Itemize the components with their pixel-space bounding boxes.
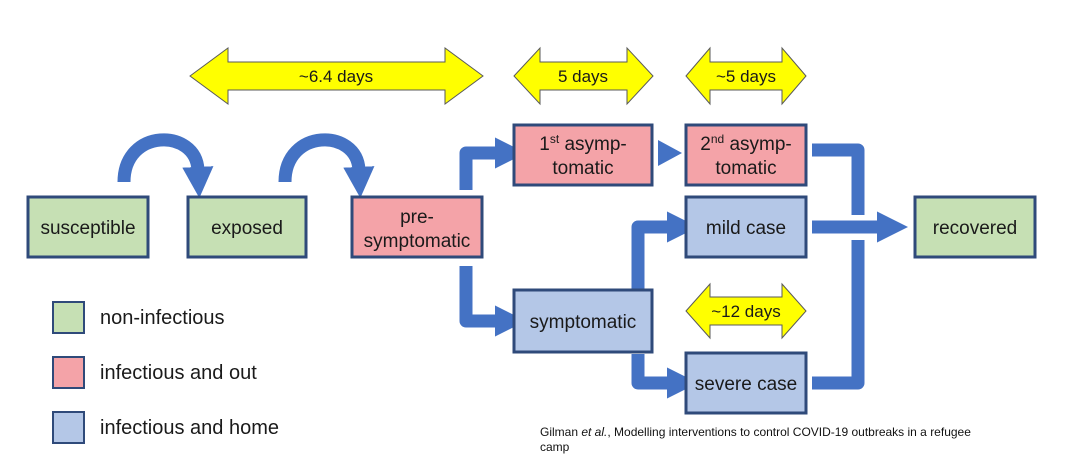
duration-label-asymptomatic-first: 5 days [558, 67, 608, 86]
node-label-severe-case: severe case [695, 374, 797, 395]
flow-arrow-symptomatic-to-severe [631, 354, 699, 399]
duration-label-exposed: ~6.4 days [299, 67, 373, 86]
node-label-asymptomatic-first-line1: 1st asymp- [539, 132, 627, 155]
node-label-exposed: exposed [211, 218, 283, 239]
flow-connector-severe [812, 240, 865, 390]
node-label-asymptomatic-second-line1: 2nd asymp- [700, 132, 792, 155]
flow-arrow-presymptomatic-to-symptomatic [459, 266, 527, 337]
citation: Gilman et al., Modelling interventions t… [540, 425, 1000, 455]
node-label-asymptomatic-first-line2: tomatic [552, 158, 613, 179]
node-label-presymptomatic-line2: symptomatic [364, 231, 471, 252]
node-asymptomatic-second [684, 123, 808, 187]
node-label-recovered: recovered [933, 218, 1018, 239]
node-severe-case [684, 351, 808, 415]
flow-arrow-symptomatic-to-mild [631, 211, 699, 290]
node-presymptomatic [350, 195, 484, 259]
citation-etal: et al. [581, 425, 608, 439]
duration-arrow-asymptomatic-second: ~5 days [685, 46, 807, 106]
node-label-symptomatic: symptomatic [530, 312, 637, 333]
flow-arrow-exposed-to-presymptomatic [278, 133, 375, 199]
node-mild-case [684, 195, 808, 259]
node-susceptible [26, 195, 150, 259]
legend-swatch-infectious-home [52, 411, 85, 444]
node-label-susceptible: susceptible [40, 218, 135, 239]
duration-label-asymptomatic-second: ~5 days [716, 67, 776, 86]
citation-title: , Modelling interventions to control COV… [540, 425, 971, 454]
citation-authors: Gilman [540, 425, 582, 439]
legend-item-non-infectious: non-infectious [52, 301, 225, 334]
legend-swatch-non-infectious [52, 301, 85, 334]
duration-arrow-asymptomatic-first: 5 days [513, 46, 654, 106]
legend-item-infectious-home: infectious and home [52, 411, 279, 444]
flow-connector-asymptomatic [812, 143, 865, 215]
legend-item-infectious-out: infectious and out [52, 356, 257, 389]
node-label-asymptomatic-second-line2: tomatic [715, 158, 776, 179]
duration-arrow-exposed: ~6.4 days [189, 47, 484, 105]
node-exposed [186, 195, 308, 259]
node-symptomatic [512, 288, 654, 354]
legend-label-non-infectious: non-infectious [100, 307, 225, 329]
legend: non-infectious infectious and out infect… [52, 301, 279, 444]
legend-swatch-infectious-out [52, 356, 85, 389]
node-recovered [913, 195, 1037, 259]
flow-arrow-presymptomatic-to-asymptomatic [459, 137, 527, 190]
node-asymptomatic-first [512, 123, 654, 187]
node-label-presymptomatic-line1: pre- [400, 207, 434, 228]
flow-arrow-susceptible-to-exposed [117, 133, 214, 199]
duration-label-severe: ~12 days [711, 302, 780, 321]
flow-arrow-asymp1-to-asymp2 [658, 140, 682, 166]
legend-label-infectious-home: infectious and home [100, 417, 279, 439]
duration-arrow-severe: ~12 days [685, 282, 807, 340]
legend-label-infectious-out: infectious and out [100, 362, 257, 384]
node-label-mild-case: mild case [706, 218, 786, 239]
